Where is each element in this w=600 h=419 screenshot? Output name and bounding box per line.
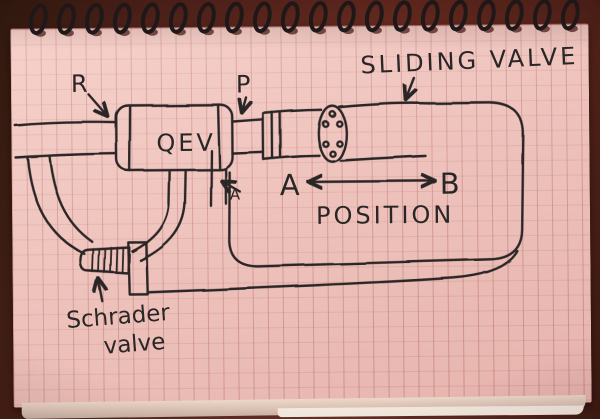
qev-body [114,103,234,172]
label-schrader-line2: valve [103,329,167,360]
down-pipe [26,154,187,262]
coupling [231,108,323,161]
label-qev: QEV [156,129,216,158]
arrow-a-port [223,182,242,192]
double-arrow-position [310,181,434,182]
schrader-valve [79,241,519,296]
label-p-port: P [236,70,251,98]
label-a-port-small: A [230,186,241,204]
arrow-schrader [99,280,103,303]
arrow-sliding-valve [406,76,414,98]
arrow-p [242,96,246,111]
sliding-valve-cylinder [317,101,431,163]
label-position-b: B [440,167,460,201]
label-sliding-valve: SLIDING VALVE [360,42,579,79]
manifold-body [209,101,525,268]
label-r-port: R [71,70,88,98]
left-pipe [14,121,118,159]
arrow-r [87,93,107,116]
label-position: POSITION [316,201,455,230]
label-position-a: A [280,168,300,202]
